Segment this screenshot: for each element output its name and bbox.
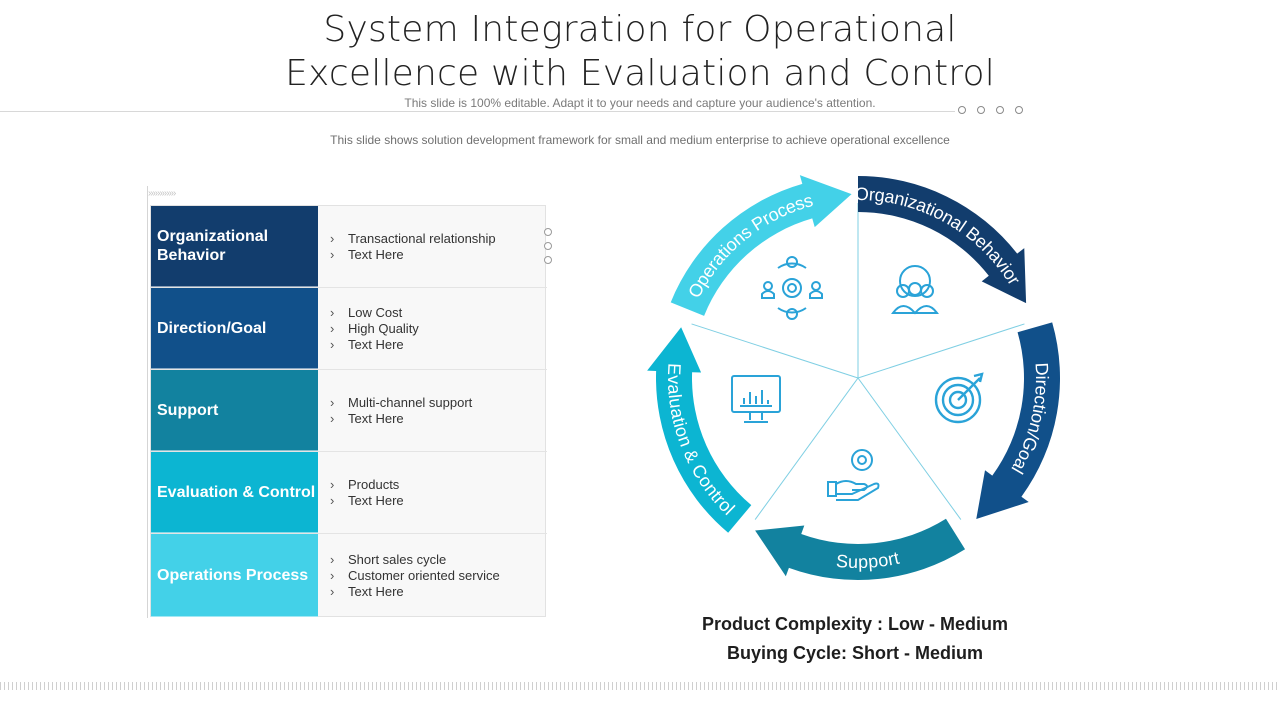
framework-table: Organizational Behavior Transactional re… [150, 205, 547, 617]
monitor-chart-icon [731, 375, 781, 423]
team-gear-icon [891, 265, 939, 315]
dot-4 [1015, 106, 1023, 114]
list-item: Products [330, 477, 547, 493]
list-item: Short sales cycle [330, 552, 547, 568]
cycle-node [786, 308, 798, 320]
cycle-node [786, 256, 798, 268]
slide-title-line-2: Excellence with Evaluation and Control [285, 53, 995, 94]
gear [851, 449, 873, 471]
chart-bars [740, 390, 772, 407]
hand-gear-icon [827, 449, 880, 501]
row-label: Evaluation & Control [151, 452, 318, 533]
table-row: Operations Process Short sales cycle Cus… [151, 534, 547, 617]
target-arrow [957, 372, 984, 401]
row-items: Products Text Here [318, 452, 547, 533]
buying-cycle: Buying Cycle: Short - Medium [726, 643, 984, 663]
person-left [763, 281, 773, 291]
hand [827, 480, 880, 501]
row-items: Short sales cycle Customer oriented serv… [318, 534, 547, 617]
process-cycle-diagram: Organizational BehaviorDirection/GoalSup… [647, 175, 1060, 580]
gear-ring [899, 265, 931, 297]
row-items: Transactional relationship Text Here [318, 206, 547, 287]
pentagon-spokes [691, 203, 1025, 520]
cycle-arrow-segment [976, 322, 1060, 519]
person-head [920, 284, 934, 298]
dot-2 [977, 106, 985, 114]
dot [544, 242, 552, 250]
product-complexity: Product Complexity : Low - Medium [701, 614, 1008, 634]
list-item: High Quality [330, 321, 547, 337]
pentagon-spoke [691, 323, 859, 379]
person-right-body [809, 290, 823, 299]
person-head [908, 282, 922, 296]
row-label: Direction/Goal [151, 288, 318, 369]
dot-3 [996, 106, 1004, 114]
row-items: Multi-channel support Text Here [318, 370, 547, 451]
row-label: Operations Process [151, 534, 318, 617]
list-item: Text Here [330, 247, 547, 263]
target-icon [934, 372, 984, 424]
gear-center [782, 278, 802, 298]
list-item: Text Here [330, 411, 547, 427]
slide-description: This slide shows solution development fr… [330, 133, 950, 147]
monitor-stand [744, 412, 768, 423]
slide-title-line-1: System Integration for Operational [323, 9, 957, 50]
decorative-dots [958, 106, 1023, 114]
table-row: Evaluation & Control Products Text Here [151, 452, 547, 534]
list-item: Transactional relationship [330, 231, 547, 247]
table-row: Support Multi-channel support Text Here [151, 370, 547, 452]
person-left-body [761, 290, 775, 299]
list-item: Customer oriented service [330, 568, 547, 584]
cycle-arrow-segment [670, 175, 852, 316]
person-right [811, 281, 821, 291]
cycle-arrows [777, 262, 807, 314]
row-label: Organizational Behavior [151, 206, 318, 287]
title-divider [0, 111, 955, 112]
target-ring-mid [941, 383, 975, 417]
cycle-arrow-segment [755, 518, 966, 580]
list-item: Low Cost [330, 305, 547, 321]
chevrons-decoration: »»»»»» [148, 188, 176, 199]
target-ring-outer [934, 376, 982, 424]
gear-hub [787, 283, 797, 293]
list-item: Text Here [330, 584, 547, 600]
dot-1 [958, 106, 966, 114]
table-row: Organizational Behavior Transactional re… [151, 206, 547, 288]
slide-subtitle: This slide is 100% editable. Adapt it to… [404, 96, 876, 110]
pentagon-spoke [754, 377, 859, 520]
pentagon-spoke [857, 323, 1025, 379]
list-item: Multi-channel support [330, 395, 547, 411]
dot [544, 228, 552, 236]
row-items: Low Cost High Quality Text Here [318, 288, 547, 369]
row-label: Support [151, 370, 318, 451]
gear-center [857, 455, 867, 465]
list-item: Text Here [330, 337, 547, 353]
pentagon-spoke [857, 377, 962, 520]
cycle-arrow-segment [647, 327, 752, 533]
table-accent-line [147, 186, 148, 618]
footer-stripe [0, 682, 1280, 690]
monitor-screen [731, 375, 781, 413]
cycle-arrow-segment [858, 176, 1027, 304]
people-body [891, 305, 939, 315]
table-row: Direction/Goal Low Cost High Quality Tex… [151, 288, 547, 370]
people-cycle-icon [761, 256, 823, 320]
target-ring-inner [948, 390, 968, 410]
cycle-arrows [647, 175, 1060, 580]
slide-title: System Integration for Operational Excel… [0, 8, 1280, 96]
dot [544, 256, 552, 264]
list-item: Text Here [330, 493, 547, 509]
table-side-dots [544, 228, 552, 264]
